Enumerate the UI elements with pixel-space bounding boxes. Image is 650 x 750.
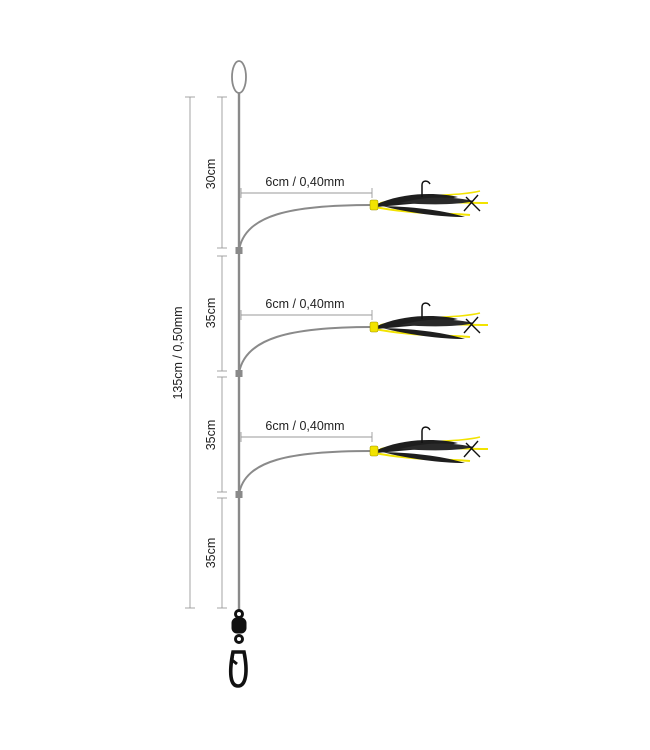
total-dimension [185, 96, 195, 609]
total-label: 135cm / 0,50mm [171, 306, 185, 399]
dropper-label: 6cm / 0,40mm [265, 297, 344, 311]
lure [369, 180, 489, 218]
lure [369, 302, 489, 340]
dropper-dimension [240, 432, 373, 442]
segment-label: 35cm [204, 538, 218, 569]
dropper-label: 6cm / 0,40mm [265, 175, 344, 189]
knot [235, 491, 243, 498]
top-loop [231, 60, 247, 94]
segment-dimension [217, 376, 227, 493]
swivel-snap [228, 609, 248, 688]
dropper-dimension [240, 310, 373, 320]
segment-label: 35cm [204, 298, 218, 329]
segment-label: 30cm [204, 159, 218, 190]
segment-dimension [217, 255, 227, 372]
dropper-line [238, 204, 373, 251]
dropper-dimension [240, 188, 373, 198]
knot [235, 370, 243, 377]
lure [369, 426, 489, 464]
dropper-label: 6cm / 0,40mm [265, 419, 344, 433]
dropper-line [238, 326, 373, 374]
dropper-line [238, 450, 373, 495]
segment-dimension [217, 497, 227, 609]
segment-label: 35cm [204, 420, 218, 451]
segment-dimension [217, 96, 227, 249]
knot [235, 247, 243, 254]
